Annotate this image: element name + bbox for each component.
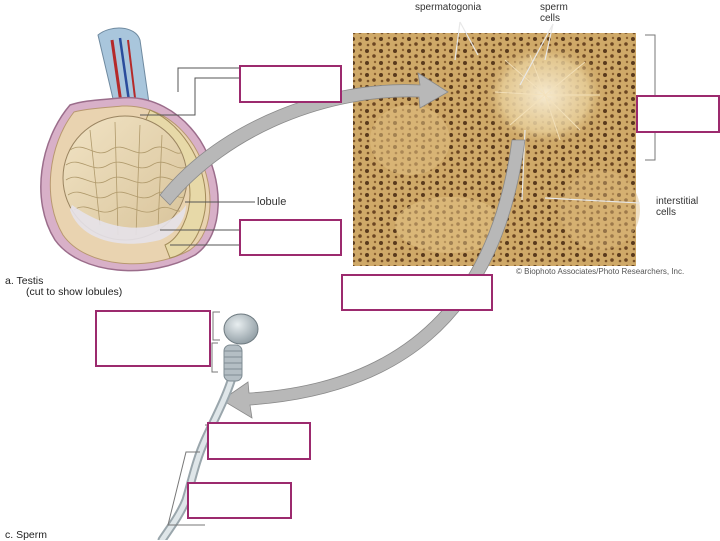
arrow-testis-to-micrograph <box>159 72 449 206</box>
blank-label-top-left[interactable] <box>239 65 342 103</box>
label-sperm-cells: sperm cells <box>540 2 568 24</box>
sperm-illustration <box>157 311 259 540</box>
photo-credit: © Biophoto Associates/Photo Researchers,… <box>516 267 685 276</box>
caption-testis-sub: (cut to show lobules) <box>26 286 123 298</box>
blank-label-mid-center[interactable] <box>341 274 493 311</box>
label-interstitial-cells: interstitial cells <box>656 196 699 218</box>
label-lobule: lobule <box>257 196 287 208</box>
caption-testis: a. Testis <box>5 275 44 287</box>
sperm-head <box>223 313 259 345</box>
blank-label-mid-left[interactable] <box>239 219 342 256</box>
blank-label-sperm-head[interactable] <box>95 310 211 367</box>
seminiferous-tubule-micrograph <box>353 21 665 266</box>
blank-label-sperm-tail[interactable] <box>187 482 292 519</box>
label-spermatogonia: spermatogonia <box>415 2 482 13</box>
caption-sperm: c. Sperm <box>5 529 48 541</box>
blank-label-sperm-middle[interactable] <box>207 422 311 460</box>
lobules <box>65 121 187 236</box>
testis-illustration <box>40 27 255 272</box>
blank-label-right[interactable] <box>636 95 720 133</box>
